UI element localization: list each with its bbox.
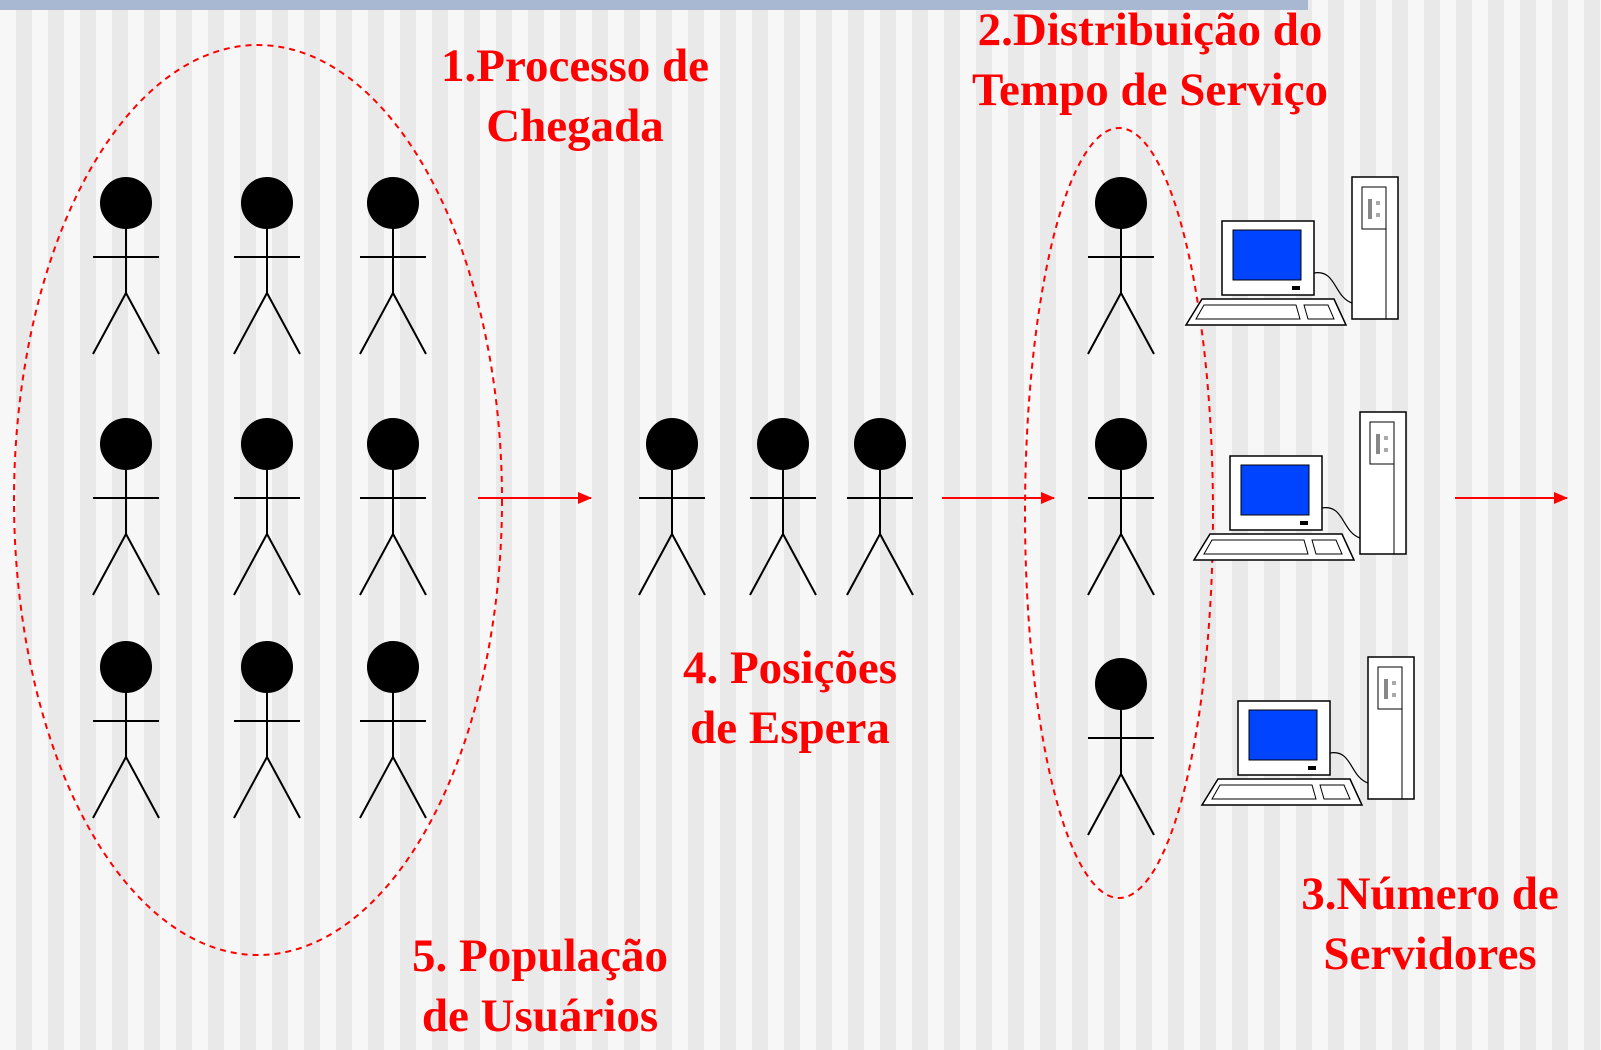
person-figure-icon bbox=[846, 418, 914, 596]
person-figure-icon bbox=[359, 641, 427, 819]
waiting-positions-label: 4. Posições de Espera bbox=[620, 638, 960, 758]
servers-count-line-2: Servidores bbox=[1323, 928, 1537, 980]
arrival-process-label: 1.Processo de Chegada bbox=[375, 36, 775, 156]
arrival-process-line-2: Chegada bbox=[486, 100, 664, 152]
person-figure-icon bbox=[233, 177, 301, 355]
population-group-outline bbox=[13, 44, 503, 956]
user-population-line-2: de Usuários bbox=[421, 990, 659, 1042]
servers-count-label: 3.Número de Servidores bbox=[1260, 864, 1600, 984]
user-population-label: 5. População de Usuários bbox=[370, 926, 710, 1046]
waiting-positions-line-1: 4. Posições bbox=[682, 642, 898, 694]
person-figure-icon bbox=[1087, 177, 1155, 355]
person-figure-icon bbox=[92, 177, 160, 355]
servers-count-line-1: 3.Número de bbox=[1301, 868, 1559, 920]
person-figure-icon bbox=[749, 418, 817, 596]
person-figure-icon bbox=[1087, 658, 1155, 836]
person-figure-icon bbox=[92, 641, 160, 819]
header-bar bbox=[0, 0, 1308, 10]
person-figure-icon bbox=[92, 418, 160, 596]
server-computer-icon bbox=[1200, 656, 1415, 806]
waiting-positions-line-2: de Espera bbox=[690, 702, 890, 754]
person-figure-icon bbox=[233, 641, 301, 819]
person-figure-icon bbox=[233, 418, 301, 596]
user-population-line-1: 5. População bbox=[412, 930, 668, 982]
server-computer-icon bbox=[1184, 176, 1399, 326]
service-time-line-2: Tempo de Serviço bbox=[972, 64, 1328, 116]
service-time-label: 2.Distribuição do Tempo de Serviço bbox=[900, 0, 1400, 120]
person-figure-icon bbox=[359, 177, 427, 355]
person-figure-icon bbox=[1087, 418, 1155, 596]
arrival-process-line-1: 1.Processo de bbox=[440, 40, 710, 92]
person-figure-icon bbox=[359, 418, 427, 596]
person-figure-icon bbox=[638, 418, 706, 596]
service-time-line-1: 2.Distribuição do bbox=[977, 4, 1323, 56]
server-computer-icon bbox=[1192, 411, 1407, 561]
service-group-outline bbox=[1024, 127, 1214, 899]
